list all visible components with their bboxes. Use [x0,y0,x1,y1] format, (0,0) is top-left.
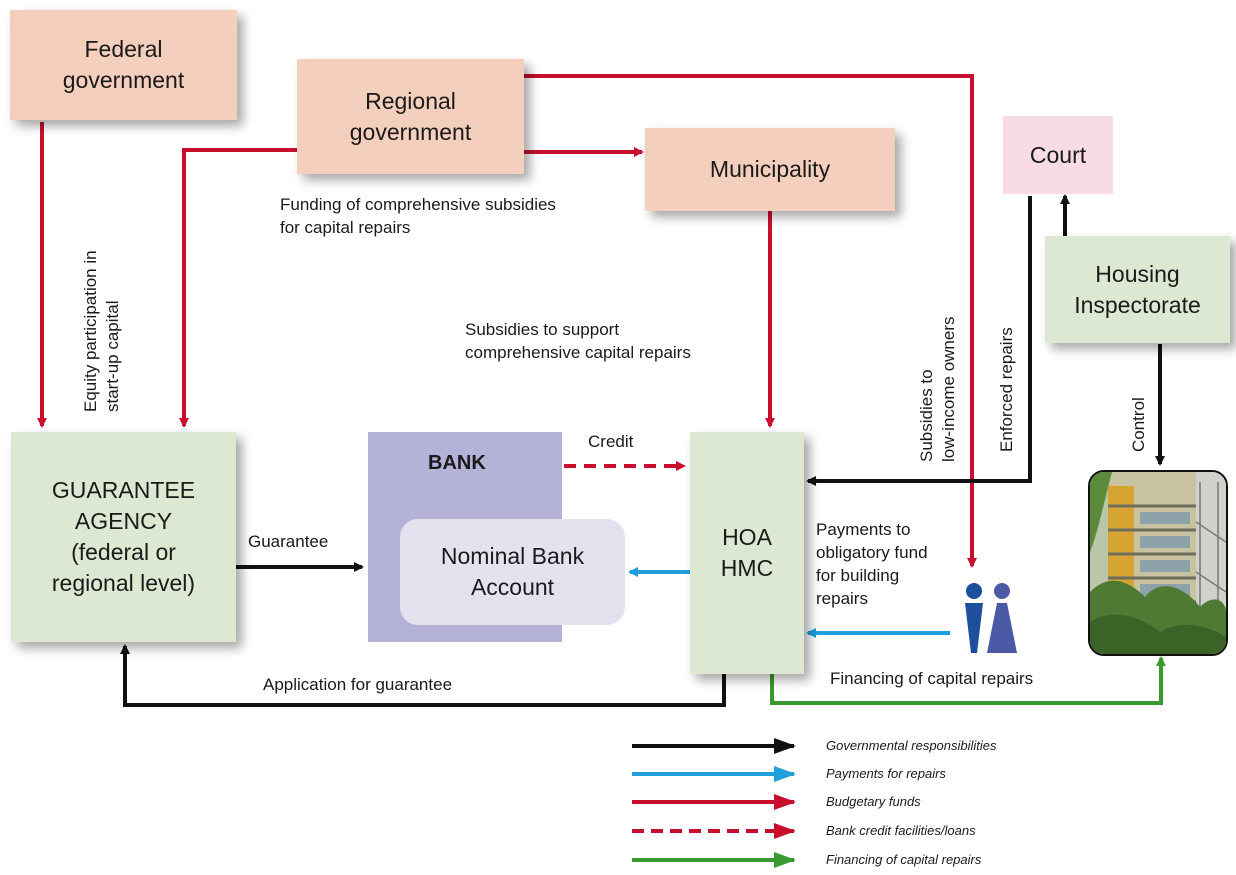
federal-government-label: Federal government [62,36,185,93]
legend-label-payments: Payments for repairs [826,766,946,781]
enforced-repairs-label: Enforced repairs [997,327,1016,452]
regional-government-box: Regional government [297,59,524,174]
subsidies-low-income-label: Subsidies to low-income owners [917,316,958,463]
hoa-hmc-label: HOA HMC [720,524,774,581]
court-label: Court [1029,141,1087,168]
male-owner-icon [965,583,983,653]
legend-label-budgetary: Budgetary funds [826,794,921,809]
nominal-bank-account-label: Nominal Bank Account [440,543,585,600]
hoa-hmc-box: HOA HMC [690,432,804,674]
housing-inspectorate-box: Housing Inspectorate [1045,236,1230,343]
municipality-label: Municipality [709,156,831,182]
municipality-box: Municipality [645,128,895,211]
funding-label: Funding of comprehensive subsidies for c… [280,195,556,237]
apartment-building-image [1088,470,1228,656]
regional-to-owners-arrow [524,74,977,568]
credit-label: Credit [588,432,634,451]
legend-label-governmental: Governmental responsibilities [826,738,997,753]
building-illustration [1090,472,1226,654]
financing-label: Financing of capital repairs [830,669,1034,688]
housing-inspectorate-label: Housing Inspectorate [1074,260,1201,318]
nominal-bank-account-box: Nominal Bank Account [400,519,625,625]
application-label: Application for guarantee [263,675,453,694]
guarantee-agency-label: GUARANTEE AGENCY (federal or regional le… [51,477,196,596]
financing-arrow [770,656,1166,705]
regional-to-agency-arrow [179,148,298,428]
bank-title: BANK [428,452,486,474]
female-owner-icon [987,583,1017,653]
payments-label: Payments to obligatory fund for building… [816,520,928,608]
equity-label: Equity participation in start-up capital [81,250,122,412]
federal-government-box: Federal government [10,10,237,120]
subsidies-support-label: Subsidies to support comprehensive capit… [465,320,691,362]
guarantee-label: Guarantee [248,532,329,551]
regional-government-label: Regional government [349,87,472,145]
legend-lines [632,738,796,868]
owners-figures [965,583,1017,653]
court-box: Court [1003,116,1113,194]
control-label: Control [1129,397,1148,452]
legend-label-credit: Bank credit facilities/loans [826,823,976,838]
guarantee-agency-box: GUARANTEE AGENCY (federal or regional le… [11,432,236,642]
application-arrow [120,644,726,707]
enforced-repairs-arrow [806,196,1032,486]
legend-label-financing: Financing of capital repairs [826,852,982,867]
